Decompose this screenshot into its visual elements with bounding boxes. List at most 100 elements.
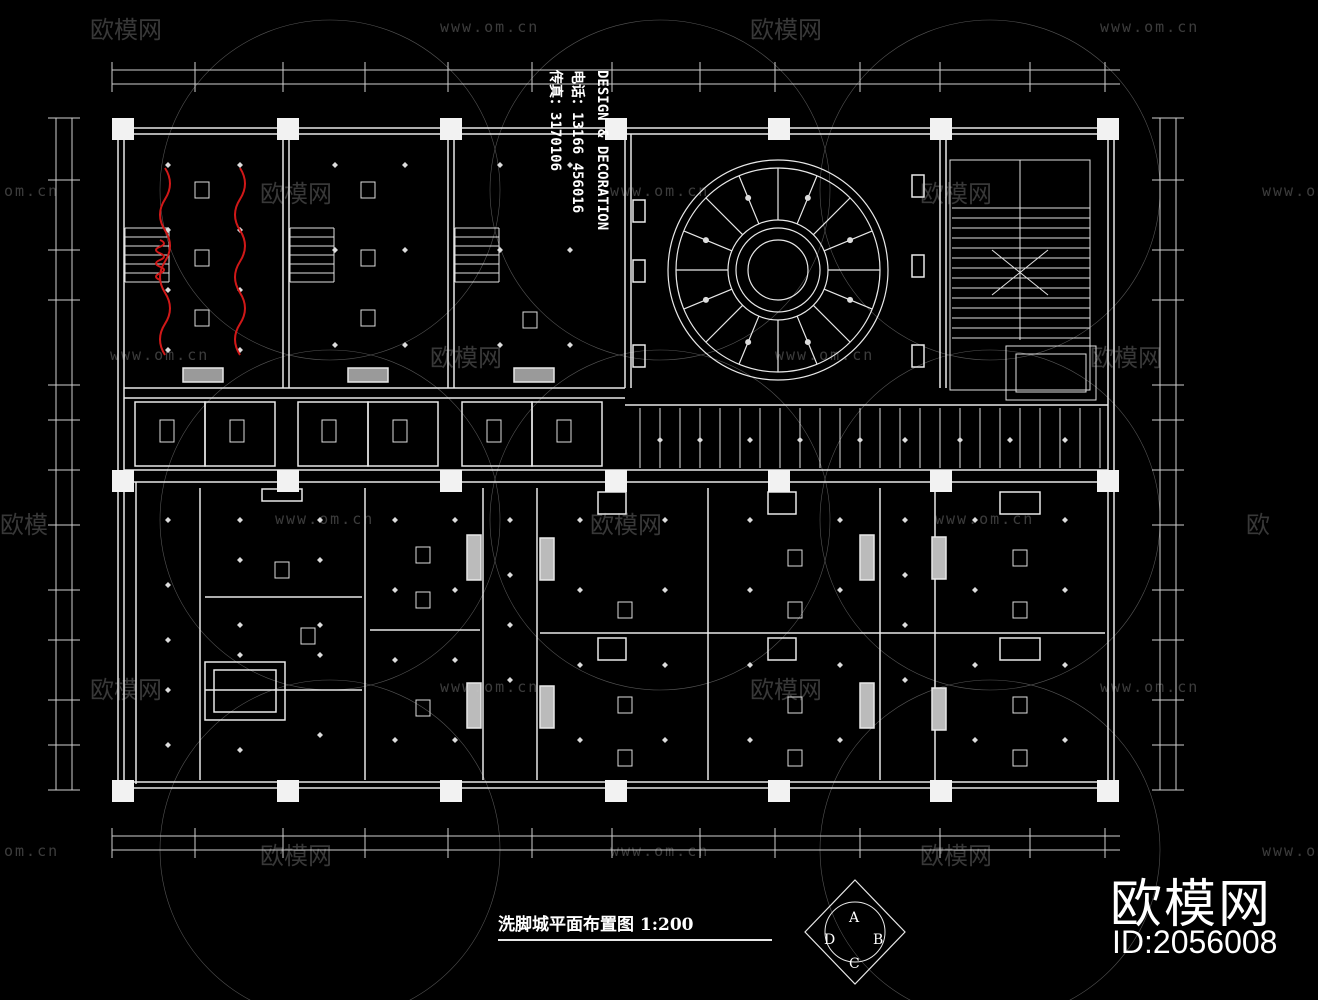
watermark-url: www.om.cn: [1100, 18, 1200, 36]
ceiling-light: [332, 342, 338, 348]
rotunda-light: [702, 296, 709, 303]
design-note-line: DESIGN & DECORATION: [594, 70, 610, 231]
column: [277, 780, 299, 802]
ceiling-light: [317, 732, 323, 738]
watermark-url: www.om.cn: [610, 842, 710, 860]
ceiling-light: [747, 662, 753, 668]
watermark-url: www.om.cn: [275, 510, 375, 528]
compass-label-c: C: [849, 956, 860, 972]
ceiling-light: [902, 677, 908, 683]
watermark-url: om.cn: [4, 842, 60, 860]
door-niche: [597, 637, 627, 661]
ceiling-vent: [300, 627, 316, 645]
watermark-brand: 欧模: [0, 511, 48, 539]
wall-panel: [931, 687, 947, 731]
design-note-line: 传真：3170106: [547, 70, 563, 172]
ceiling-light: [392, 587, 398, 593]
column: [605, 470, 627, 492]
wall-panel: [539, 685, 555, 729]
ceiling-light: [577, 662, 583, 668]
ceiling-vent: [617, 601, 633, 619]
ceiling-light: [857, 437, 863, 443]
column: [768, 118, 790, 140]
ceiling-light: [507, 622, 513, 628]
door-niche: [767, 491, 797, 515]
ceiling-vent: [1012, 601, 1028, 619]
ceiling-light: [452, 657, 458, 663]
ceiling-vent: [194, 249, 210, 267]
watermark-url: www.om.cn: [935, 510, 1035, 528]
watermark-url: www.om.cn: [1262, 182, 1318, 200]
rotunda-light: [745, 194, 752, 201]
ceiling-light: [747, 587, 753, 593]
ceiling-vent: [194, 309, 210, 327]
watermark-url: om.cn: [4, 182, 60, 200]
ceiling-light: [237, 557, 243, 563]
plan-title: 洗脚城平面布置图 1:200: [498, 915, 694, 935]
ceiling-light: [837, 587, 843, 593]
ceiling-light: [837, 737, 843, 743]
ceiling-light: [662, 737, 668, 743]
booth: [297, 401, 369, 467]
rotunda-light: [804, 339, 811, 346]
rotunda-ring: [727, 219, 829, 321]
watermark-url: www.om.cn: [1100, 678, 1200, 696]
ceiling-vent: [360, 181, 376, 199]
ceiling-light: [567, 162, 573, 168]
ceiling-vent: [415, 591, 431, 609]
watermark-brand: 欧模网: [750, 16, 822, 44]
bench: [347, 367, 389, 383]
rotunda-light: [804, 194, 811, 201]
column: [930, 780, 952, 802]
grid-arc: [159, 19, 501, 361]
booth-fixture: [229, 419, 245, 443]
ceiling-light: [657, 437, 663, 443]
ceiling-light: [577, 737, 583, 743]
walls: [117, 127, 1115, 789]
bench: [182, 367, 224, 383]
ceiling-light: [452, 737, 458, 743]
wall-panel: [539, 537, 555, 581]
watermark-url: www.om.cn: [440, 18, 540, 36]
ceiling-light: [902, 517, 908, 523]
rotunda-ring: [735, 227, 821, 313]
ceiling-light: [237, 162, 243, 168]
ceiling-light: [402, 342, 408, 348]
ceiling-vent: [787, 749, 803, 767]
ceiling-light: [452, 587, 458, 593]
ceiling-vent: [415, 699, 431, 717]
bench: [513, 367, 555, 383]
rotunda-rib: [812, 304, 851, 343]
ceiling-light: [165, 637, 171, 643]
ceiling-light: [507, 677, 513, 683]
column: [440, 118, 462, 140]
rotunda-light: [745, 339, 752, 346]
ceiling-vent: [274, 561, 290, 579]
watermark-url: www.om.cn: [440, 678, 540, 696]
reception-box: [204, 661, 286, 721]
wall-panel: [911, 344, 925, 368]
ceiling-light: [165, 687, 171, 693]
ceiling-light: [972, 662, 978, 668]
watermark-url: www.om.cn: [1262, 842, 1318, 860]
watermark-brand: 欧模网: [430, 344, 502, 372]
booth-fixture: [321, 419, 337, 443]
grid-arc: [489, 349, 831, 691]
ceiling-light: [972, 517, 978, 523]
booth: [531, 401, 603, 467]
booth-fixture: [159, 419, 175, 443]
ceiling-light: [165, 287, 171, 293]
ceiling-light: [902, 572, 908, 578]
ceiling-vent: [360, 309, 376, 327]
ceiling-light: [332, 247, 338, 253]
brand-logo-text: 欧模网: [1110, 875, 1273, 935]
watermark-url: www.om.cn: [110, 346, 210, 364]
ceiling-vent: [787, 696, 803, 714]
ceiling-light: [972, 587, 978, 593]
ceiling-vent: [617, 696, 633, 714]
ceiling-light: [317, 622, 323, 628]
watermark-brand: 欧模网: [920, 842, 992, 870]
ceiling-light: [392, 737, 398, 743]
column: [112, 470, 134, 492]
ceiling-light: [567, 247, 573, 253]
